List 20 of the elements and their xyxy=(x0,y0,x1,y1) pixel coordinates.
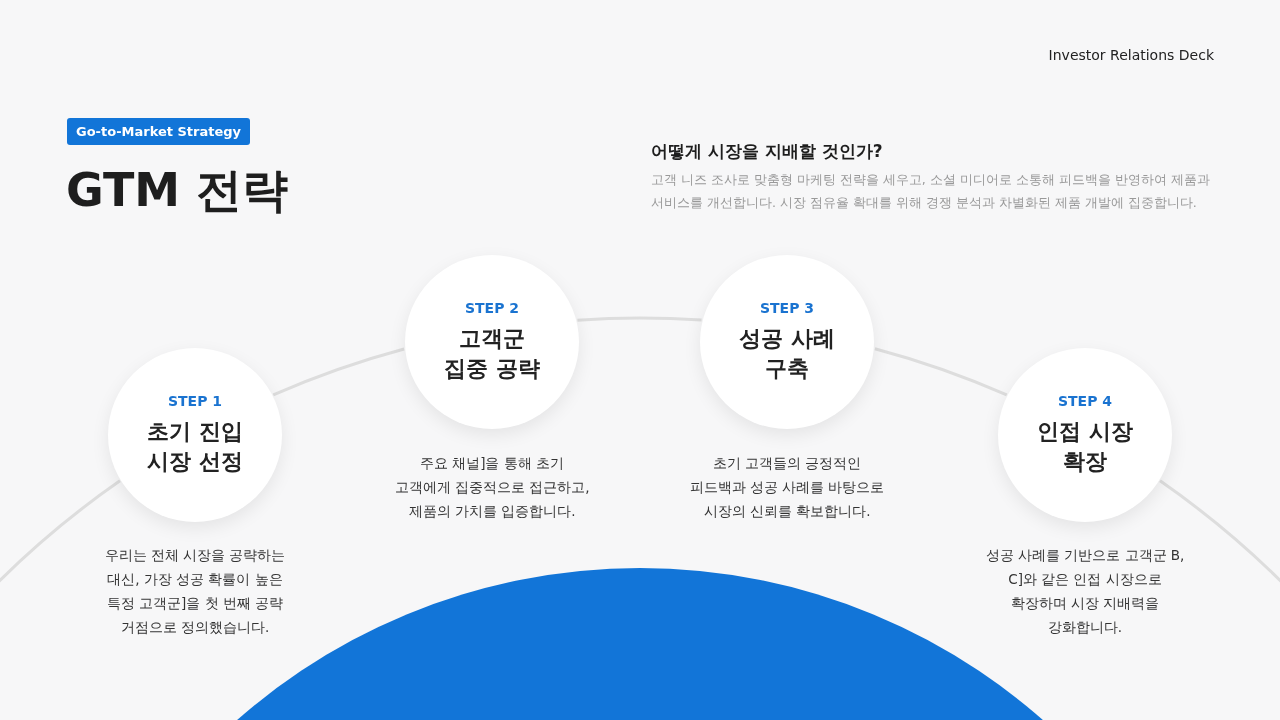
step-description: 성공 사례를 기반으로 고객군 B, C]와 같은 인접 시장으로 확장하며 시장 지배력을 강화합니다. xyxy=(985,546,1185,637)
step-label: STEP 4 xyxy=(1057,393,1113,409)
step-description: 우리는 전체 시장을 공략하는 대신, 가장 성공 확률이 높은 특정 고객군]을 첫 번째 공략 거점으로 정의했습니다. xyxy=(103,546,287,637)
step-title: 인접 시장 확장 xyxy=(1036,418,1134,476)
connector-line xyxy=(577,316,702,322)
slide-title: GTM 전략 xyxy=(66,162,289,219)
connector-line xyxy=(272,347,405,397)
connector-line xyxy=(874,347,1008,397)
step-title: 초기 진입 시장 선정 xyxy=(146,418,244,476)
section-heading: 어떻게 시장을 지배할 것인가? xyxy=(651,140,883,163)
paragraph: 고객 니즈 조사로 맞춤형 마케팅 전략을 세우고, 소셜 미디어로 소통해 피드백을 반영하여 제품과 서비스를 개선합니다. 시장 점유율 확대를 위해 경쟁 분석과 차별화된 제품 개발에 집중합니다. xyxy=(651,171,1211,212)
step-label: STEP 2 xyxy=(464,300,520,316)
step-description: 주요 채널]을 통해 초기 고객에게 집중적으로 접근하고, 제품의 가치를 입증합니다. xyxy=(393,454,591,521)
step-label: STEP 3 xyxy=(759,300,815,316)
step-title: 고객군 집중 공략 xyxy=(443,325,541,383)
step-label: STEP 1 xyxy=(167,393,223,409)
step-description: 초기 고객들의 긍정적인 피드백과 성공 사례를 바탕으로 시장의 신뢰를 확보합니다. xyxy=(688,454,886,521)
header-text: Investor Relations Deck xyxy=(1048,47,1214,63)
step-title: 성공 사례 구축 xyxy=(738,325,836,383)
badge: Go-to-Market Strategy xyxy=(67,118,251,145)
